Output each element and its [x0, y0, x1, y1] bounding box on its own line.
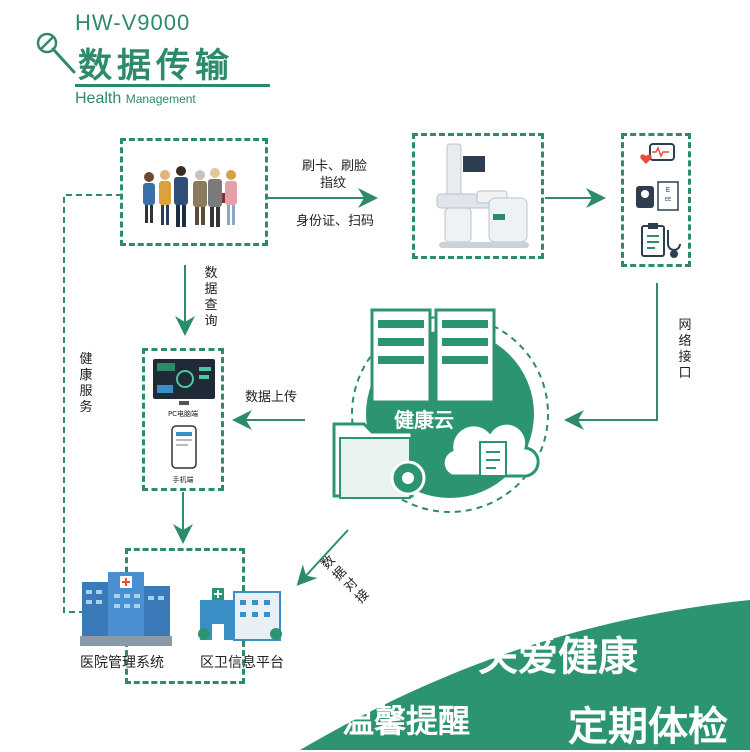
health-service-label: 健康服务: [79, 352, 93, 415]
heart-monitor-icon: [640, 143, 675, 164]
pc-label: PC电脑端: [167, 410, 199, 418]
subtitle-main: Health: [75, 90, 122, 107]
data-upload-label: 数据上传: [245, 390, 298, 405]
page-title: 数据传输: [78, 46, 234, 86]
bottom-banner: [300, 600, 750, 750]
clinic-label: 区卫信息平台: [200, 655, 284, 671]
people-illustration: [143, 166, 237, 227]
pushpin-icon: [34, 30, 78, 80]
subtitle-small: Management: [125, 92, 196, 106]
clipboard-stethoscope-icon: [641, 223, 681, 258]
terminal-box: PC电脑端 手机端: [142, 348, 224, 491]
title-underline: [75, 84, 270, 87]
pc-monitor-icon: [153, 359, 215, 405]
health-cloud: 健康云: [330, 300, 570, 520]
slogan-warm-reminder: 温馨提醒: [342, 702, 471, 740]
kiosk-box: [412, 133, 544, 259]
network-interface-label: 网络接口: [678, 318, 692, 381]
svg-text:EE: EE: [665, 197, 671, 203]
slogan-care-health: 关爱健康: [478, 634, 638, 680]
hospital-building-icon: [80, 572, 172, 646]
svg-text:E: E: [666, 186, 670, 194]
auth-label-2: 指纹: [320, 176, 347, 191]
slogan-regular-checkup: 定期体检: [568, 704, 728, 750]
cloud-server-illustration: [332, 308, 549, 513]
page-subtitle: Health Management: [75, 90, 196, 108]
medical-icons-box: E EE: [621, 133, 691, 267]
users-box: [120, 138, 268, 246]
model-number: HW-V9000: [75, 10, 191, 35]
data-query-label: 数据查询: [204, 266, 218, 329]
mobile-phone-icon: [171, 425, 197, 469]
auth-label-3: 身份证、扫码: [296, 214, 375, 229]
health-kiosk-illustration: [436, 143, 529, 248]
clinic-building-icon: [198, 588, 282, 641]
cloud-label: 健康云: [394, 408, 454, 432]
auth-label-1: 刷卡、刷脸: [302, 159, 368, 174]
hospital-label: 医院管理系统: [80, 655, 164, 671]
mobile-label: 手机端: [172, 476, 194, 484]
scale-eyechart-icon: E EE: [636, 181, 679, 211]
